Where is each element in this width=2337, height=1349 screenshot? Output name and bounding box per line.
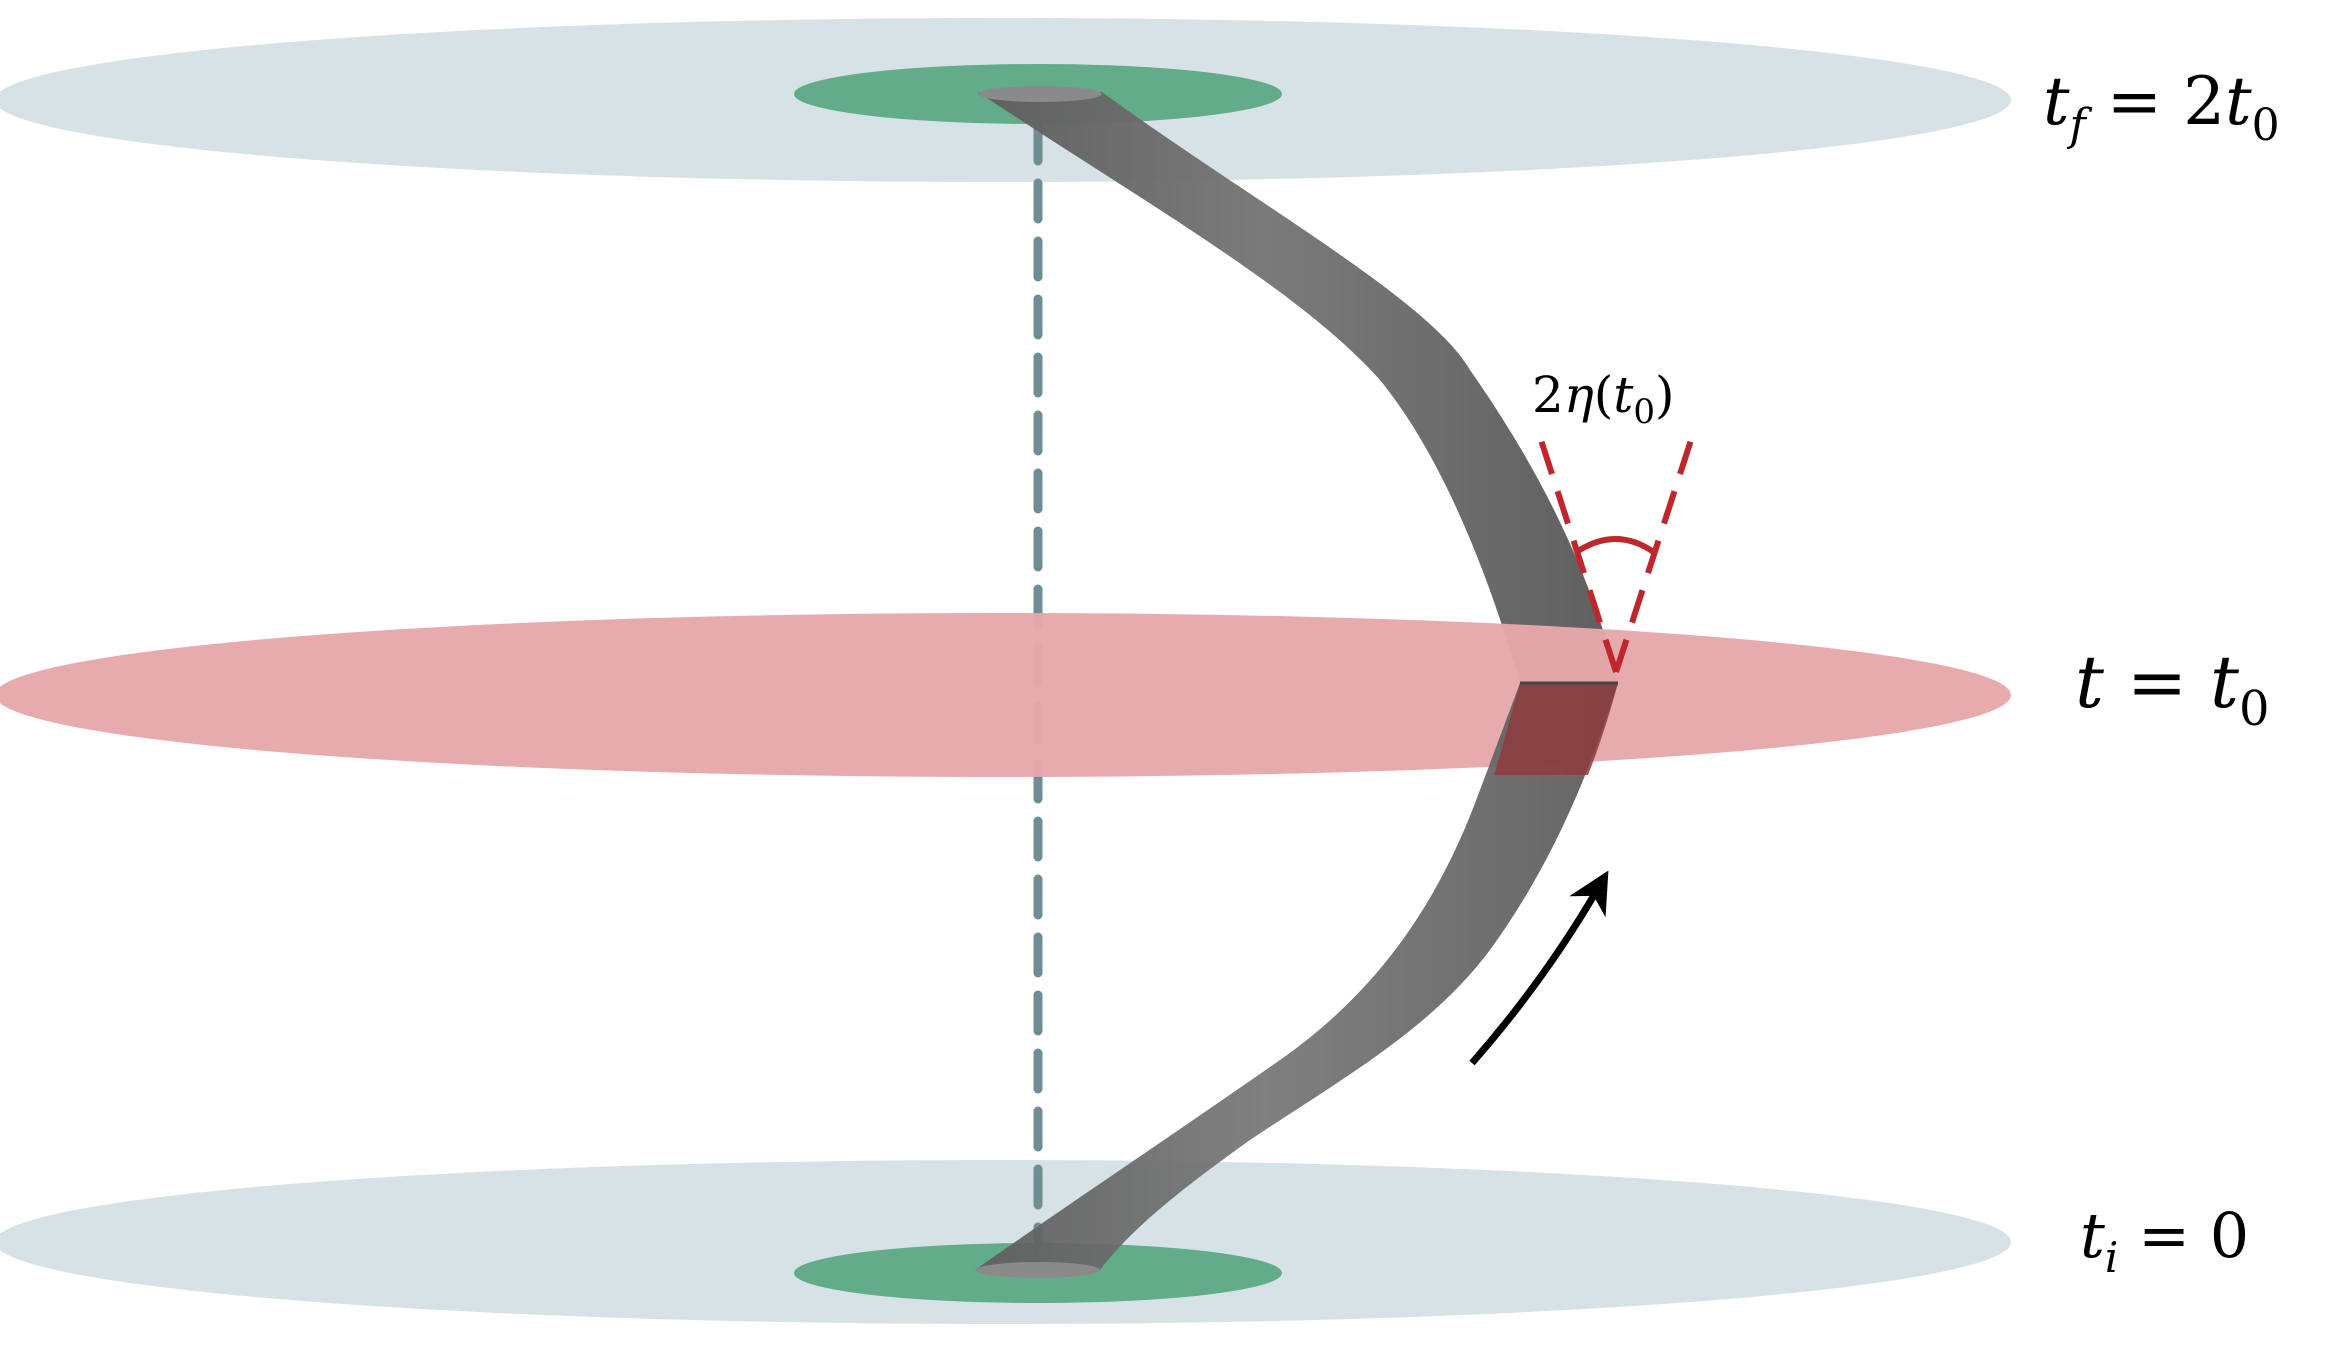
angle-line-right [1613, 436, 1695, 673]
tube-bottom-cap [976, 1262, 1100, 1278]
label-top-plane: tf = 2t0 [2043, 63, 2280, 151]
tube-middle-section [1494, 683, 1618, 775]
direction-arrow [1469, 870, 1609, 1066]
label-angle: 2η(t0) [1532, 366, 1675, 432]
label-bottom-plane: ti = 0 [2080, 1199, 2249, 1282]
middle-plane [0, 613, 2011, 777]
label-middle-plane: t = t0 [2075, 640, 2270, 737]
tube-top-cap [978, 86, 1102, 102]
tube-upper [978, 92, 1618, 683]
bottom-plane [0, 1160, 2011, 1324]
angle-arc [1573, 536, 1657, 556]
